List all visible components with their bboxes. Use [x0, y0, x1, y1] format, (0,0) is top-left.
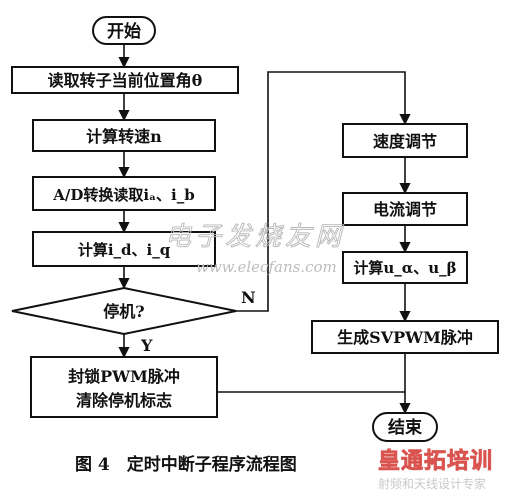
- calc-speed-label: 计算转速n: [86, 127, 162, 146]
- calc-idq-box: [32, 231, 216, 267]
- calc-speed-box: [32, 119, 216, 152]
- gen-svpwm-label: 生成SVPWM脉冲: [337, 328, 473, 347]
- watermark-brand-sub: 射频和天线设计专家: [378, 476, 486, 491]
- stop-decision-diamond: [11, 286, 237, 336]
- connectors: [118, 44, 411, 415]
- calc-ualpha-label: 计算u_α、u_β: [353, 259, 456, 277]
- watermark-brand: 皇通拓培训: [378, 448, 493, 474]
- lock-pwm-box: [30, 356, 218, 418]
- ad-read-box: [32, 176, 216, 211]
- stop-decision-label: 停机?: [103, 302, 144, 321]
- branch-no-label: N: [241, 288, 256, 307]
- calc-idq-label: 计算i_d、i_q: [78, 241, 171, 259]
- end-terminator: [372, 412, 438, 442]
- watermark-cn-site: 电子发烧友网: [165, 222, 345, 252]
- start-label: 开始: [107, 21, 141, 42]
- current-reg-label: 电流调节: [373, 200, 437, 219]
- read-rotor-box: [11, 66, 239, 94]
- read-rotor-label: 读取转子当前位置角θ: [48, 71, 203, 90]
- calc-ualpha-box: [342, 251, 468, 284]
- branch-yes-label: Y: [140, 336, 153, 355]
- figure-caption: 图 4 定时中断子程序流程图: [75, 454, 297, 475]
- gen-svpwm-box: [311, 320, 499, 354]
- current-reg-box: [342, 192, 468, 226]
- lock-pwm-line1: 封锁PWM脉冲: [68, 367, 180, 386]
- speed-reg-box: [342, 123, 468, 158]
- start-terminator: [92, 16, 156, 45]
- speed-reg-label: 速度调节: [373, 132, 437, 151]
- ad-read-label: A/D转换读取iₐ、i_b: [52, 186, 195, 204]
- watermark-url: www.elecfans.com: [196, 258, 337, 276]
- lock-pwm-line2: 清除停机标志: [76, 391, 172, 410]
- end-label: 结束: [388, 417, 422, 438]
